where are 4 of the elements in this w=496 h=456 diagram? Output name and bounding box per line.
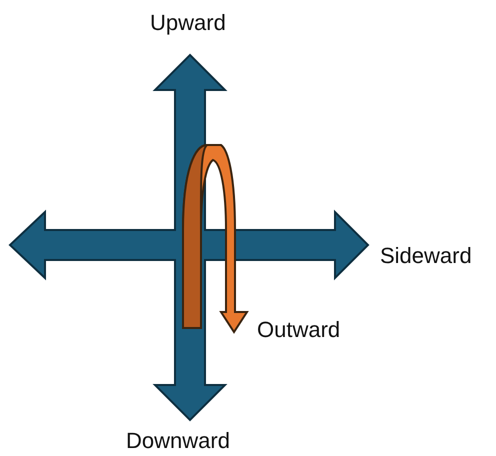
direction-label: Sideward [380, 243, 472, 269]
direction-label: Downward [126, 428, 230, 454]
direction-label: Outward [257, 317, 340, 343]
direction-label: Upward [150, 10, 226, 36]
